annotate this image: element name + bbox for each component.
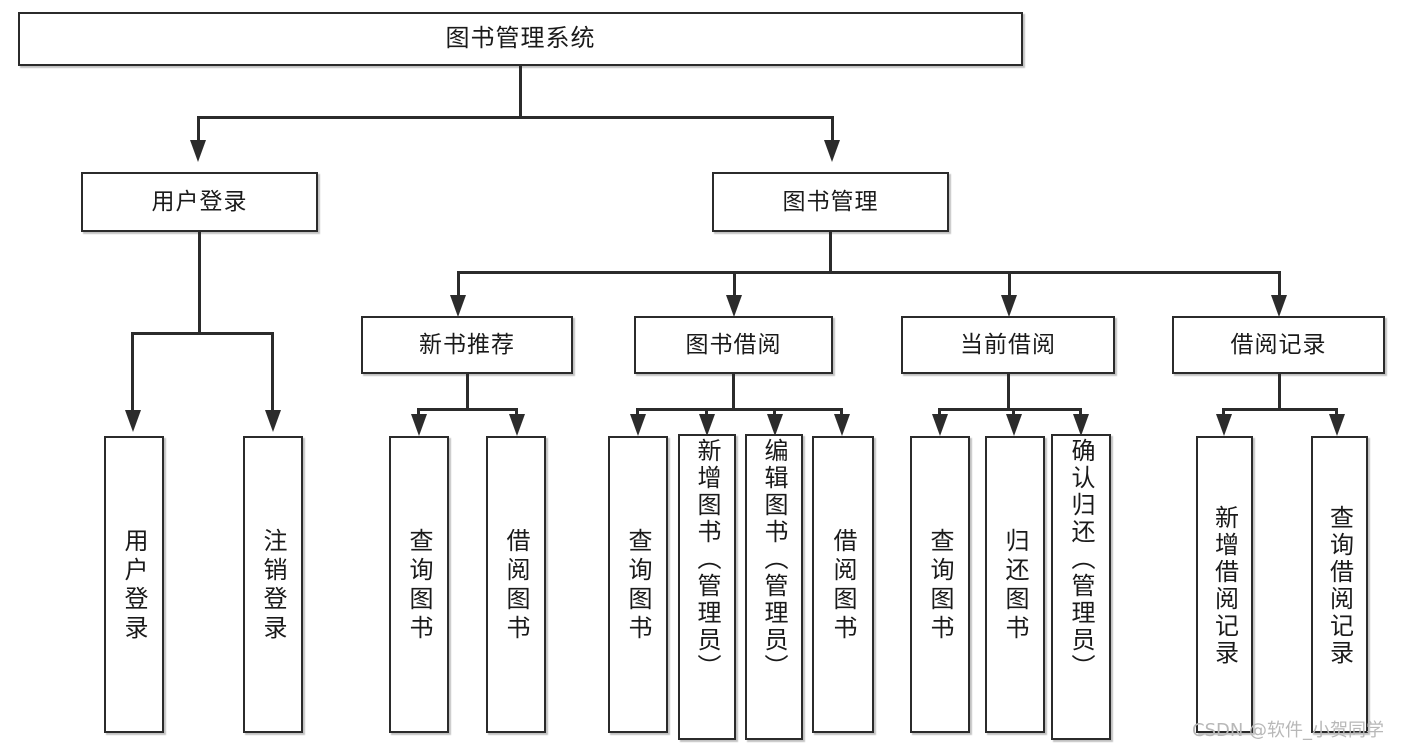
arrow-borrow-child-4 bbox=[834, 414, 850, 436]
connector-level1-bar bbox=[197, 116, 834, 119]
leaf-recommend-query-book[interactable]: 查询图书 bbox=[389, 436, 449, 733]
connector-user-login-drop-2 bbox=[271, 332, 274, 414]
node-new-book-recommend[interactable]: 新书推荐 bbox=[361, 316, 573, 374]
arrow-recommend-child-2 bbox=[509, 414, 525, 436]
connector-user-login-bar bbox=[131, 332, 274, 335]
node-label: 归还图书 bbox=[1001, 527, 1029, 644]
arrow-to-new-book-recommend bbox=[450, 295, 466, 317]
node-label: 图书管理系统 bbox=[445, 24, 596, 53]
node-label: 当前借阅 bbox=[960, 331, 1056, 358]
node-current-borrow[interactable]: 当前借阅 bbox=[901, 316, 1115, 374]
leaf-borrow-query-book[interactable]: 查询图书 bbox=[608, 436, 668, 733]
connector-level1-right-drop bbox=[831, 116, 834, 144]
node-label: 借阅记录 bbox=[1230, 331, 1327, 358]
arrow-to-book-management bbox=[824, 140, 840, 162]
leaf-current-confirm-return-admin[interactable]: 确认归还（管理员） bbox=[1051, 434, 1111, 740]
node-label: 用户登录 bbox=[151, 188, 248, 215]
node-label: 用户登录 bbox=[120, 527, 148, 644]
node-label: 查询图书 bbox=[405, 527, 433, 644]
arrow-to-book-borrow bbox=[726, 295, 742, 317]
arrow-recommend-child-1 bbox=[411, 414, 427, 436]
leaf-current-return-book[interactable]: 归还图书 bbox=[985, 436, 1045, 733]
connector-level2-drop-4 bbox=[1278, 271, 1281, 299]
node-book-management[interactable]: 图书管理 bbox=[712, 172, 949, 232]
node-label: 图书借阅 bbox=[685, 331, 782, 358]
connector-borrow-stem bbox=[732, 374, 735, 410]
connector-borrow-bar bbox=[636, 408, 843, 411]
connector-records-bar bbox=[1222, 408, 1338, 411]
connector-recommend-bar bbox=[417, 408, 518, 411]
node-label: 借阅图书 bbox=[829, 527, 857, 644]
node-label: 查询图书 bbox=[926, 527, 954, 644]
connector-root-stem bbox=[519, 66, 522, 118]
node-label: 查询借阅记录 bbox=[1325, 504, 1354, 667]
connector-level1-left-drop bbox=[197, 116, 200, 144]
node-root-system[interactable]: 图书管理系统 bbox=[18, 12, 1023, 66]
node-label: 图书管理 bbox=[782, 188, 879, 215]
connector-records-stem bbox=[1278, 374, 1281, 410]
node-label: 注销登录 bbox=[259, 527, 287, 644]
leaf-records-query-record[interactable]: 查询借阅记录 bbox=[1311, 436, 1368, 733]
node-label: 新增借阅记录 bbox=[1210, 504, 1239, 667]
connector-book-management-stem bbox=[829, 232, 832, 274]
node-borrow-records[interactable]: 借阅记录 bbox=[1172, 316, 1385, 374]
node-label: 编辑图书（管理员） bbox=[760, 438, 788, 681]
connector-user-login-drop-1 bbox=[131, 332, 134, 414]
arrow-to-user-login bbox=[190, 140, 206, 162]
arrow-records-child-2 bbox=[1329, 414, 1345, 436]
arrow-borrow-child-2 bbox=[699, 414, 715, 436]
arrow-borrow-child-1 bbox=[630, 414, 646, 436]
arrow-records-child-1 bbox=[1216, 414, 1232, 436]
arrow-current-child-2 bbox=[1006, 414, 1022, 436]
leaf-recommend-borrow-book[interactable]: 借阅图书 bbox=[486, 436, 546, 733]
leaf-current-query-book[interactable]: 查询图书 bbox=[910, 436, 970, 733]
arrow-to-current-borrow bbox=[1001, 295, 1017, 317]
node-label: 查询图书 bbox=[624, 527, 652, 644]
connector-level2-drop-1 bbox=[457, 271, 460, 299]
node-label: 确认归还（管理员） bbox=[1067, 438, 1095, 681]
watermark: CSDN @软件_小贺同学 bbox=[1192, 720, 1385, 741]
connector-level2-bar bbox=[457, 271, 1281, 274]
leaf-records-add-record[interactable]: 新增借阅记录 bbox=[1196, 436, 1253, 733]
arrow-to-borrow-records bbox=[1271, 295, 1287, 317]
connector-current-stem bbox=[1007, 374, 1010, 410]
arrow-to-user-login-leaf bbox=[125, 410, 141, 432]
node-label: 新增图书（管理员） bbox=[693, 438, 721, 681]
leaf-logout[interactable]: 注销登录 bbox=[243, 436, 303, 733]
connector-level2-drop-2 bbox=[733, 271, 736, 299]
connector-level2-drop-3 bbox=[1008, 271, 1011, 299]
arrow-borrow-child-3 bbox=[767, 414, 783, 436]
connector-current-bar bbox=[938, 408, 1082, 411]
connector-user-login-stem bbox=[198, 232, 201, 334]
node-user-login[interactable]: 用户登录 bbox=[81, 172, 318, 232]
node-label: 新书推荐 bbox=[419, 331, 515, 358]
leaf-borrow-edit-book-admin[interactable]: 编辑图书（管理员） bbox=[745, 434, 803, 740]
connector-recommend-stem bbox=[466, 374, 469, 410]
arrow-to-logout-leaf bbox=[265, 410, 281, 432]
node-book-borrow[interactable]: 图书借阅 bbox=[634, 316, 833, 374]
arrow-current-child-1 bbox=[932, 414, 948, 436]
leaf-user-login[interactable]: 用户登录 bbox=[104, 436, 164, 733]
leaf-borrow-borrow-book[interactable]: 借阅图书 bbox=[812, 436, 874, 733]
arrow-current-child-3 bbox=[1073, 414, 1089, 436]
node-label: 借阅图书 bbox=[502, 527, 530, 644]
leaf-borrow-add-book-admin[interactable]: 新增图书（管理员） bbox=[678, 434, 736, 740]
